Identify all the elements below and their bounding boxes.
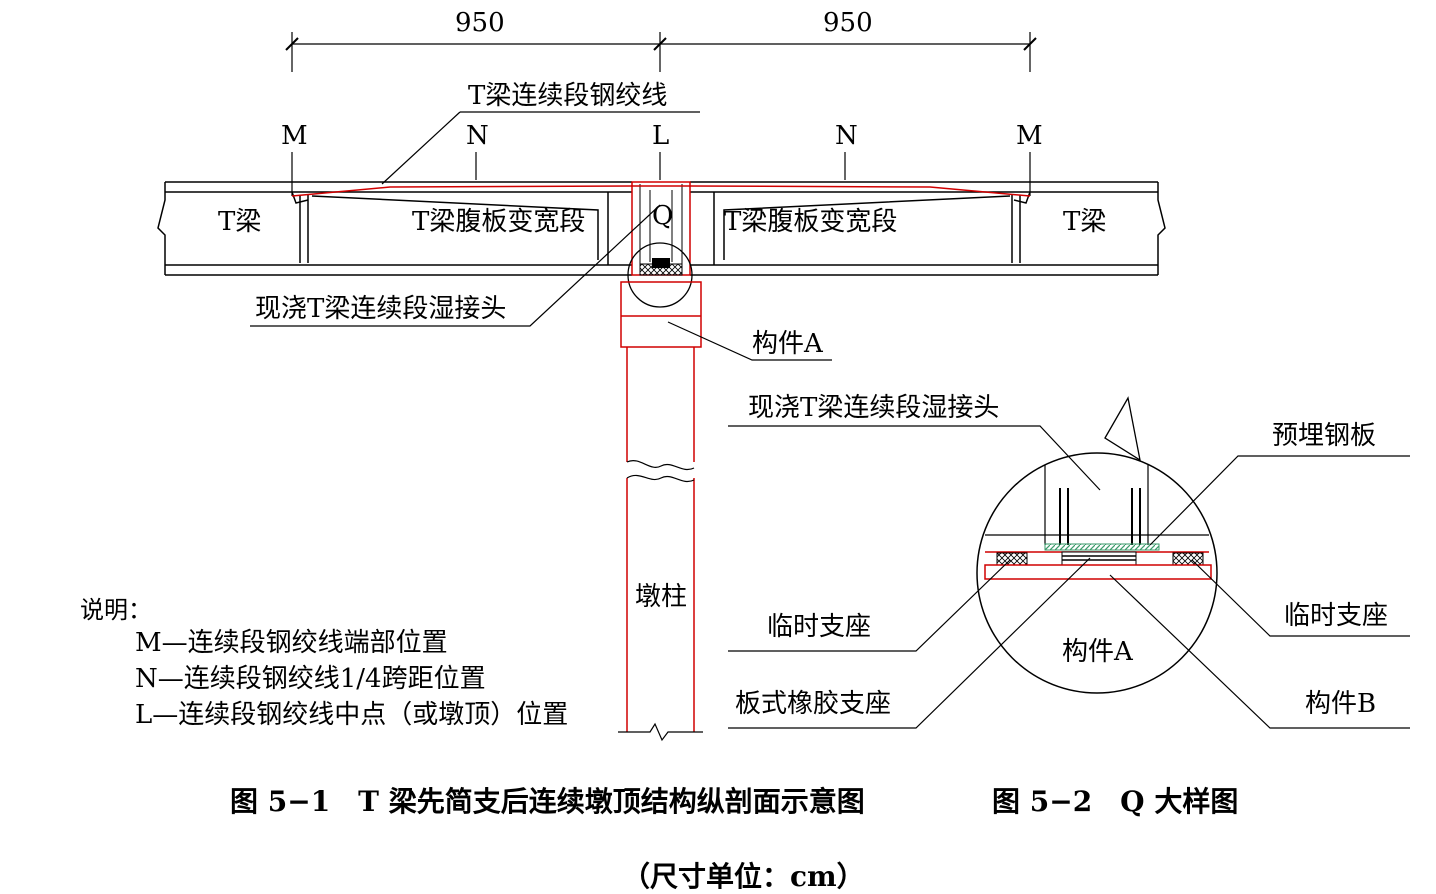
detail-label-temp-support-left: 临时支座: [767, 612, 872, 642]
mark-m-left: M: [281, 121, 308, 151]
detail-label-embedded-plate: 预埋钢板: [1272, 421, 1377, 451]
detail-label-member-b: 构件B: [1305, 689, 1377, 719]
detail-label-temp-support-right: 临时支座: [1284, 601, 1389, 631]
pier-break-lines: [618, 460, 703, 742]
q-detail-circle: [627, 242, 693, 308]
t-beam-left: [157, 181, 632, 276]
notes-m: M—连续段钢绞线端部位置: [135, 628, 448, 658]
label-wet-joint: 现浇T梁连续段湿接头: [255, 294, 507, 324]
notes-n: N—连续段钢绞线1/4跨距位置: [135, 664, 486, 694]
mark-n-left: N: [466, 121, 489, 151]
detail-label-wet-joint: 现浇T梁连续段湿接头: [748, 393, 1000, 423]
caption-fig1: 图 5−1 T 梁先简支后连续墩顶结构纵剖面示意图: [230, 785, 865, 818]
mark-m-right: M: [1016, 121, 1043, 151]
label-web-left: T梁腹板变宽段: [412, 207, 586, 237]
strand-profile: [291, 185, 1031, 197]
dimension-line: [285, 32, 1037, 72]
mark-l-mid: L: [652, 121, 670, 151]
label-strand: T梁连续段钢绞线: [468, 81, 668, 111]
label-q: Q: [652, 201, 674, 231]
caption-unit: （尺寸单位：cm）: [622, 860, 865, 893]
detail-label-rubber-bearing: 板式橡胶支座: [735, 689, 892, 719]
caption-fig2: 图 5−2 Q 大样图: [992, 785, 1239, 818]
detail-label-member-a: 构件A: [1062, 637, 1133, 667]
section-mark-ticks: [291, 152, 1031, 196]
pier: [620, 281, 702, 732]
label-member-a: 构件A: [752, 329, 823, 359]
notes-title: 说明：: [80, 596, 152, 624]
detail-q: [976, 396, 1218, 694]
dim-left-label: 950: [455, 8, 505, 38]
label-pier: 墩柱: [635, 582, 688, 612]
leader-lines-main: [250, 111, 832, 361]
label-web-right: T梁腹板变宽段: [724, 207, 898, 237]
wet-joint: [631, 181, 691, 276]
mark-n-right: N: [835, 121, 858, 151]
label-t-beam-left: T梁: [218, 207, 262, 237]
label-t-beam-right: T梁: [1063, 207, 1107, 237]
t-beam-right: [690, 181, 1166, 276]
dim-right-label: 950: [823, 8, 873, 38]
notes-l: L—连续段钢绞线中点（或墩顶）位置: [135, 700, 569, 730]
leader-lines-detail: [728, 425, 1410, 729]
